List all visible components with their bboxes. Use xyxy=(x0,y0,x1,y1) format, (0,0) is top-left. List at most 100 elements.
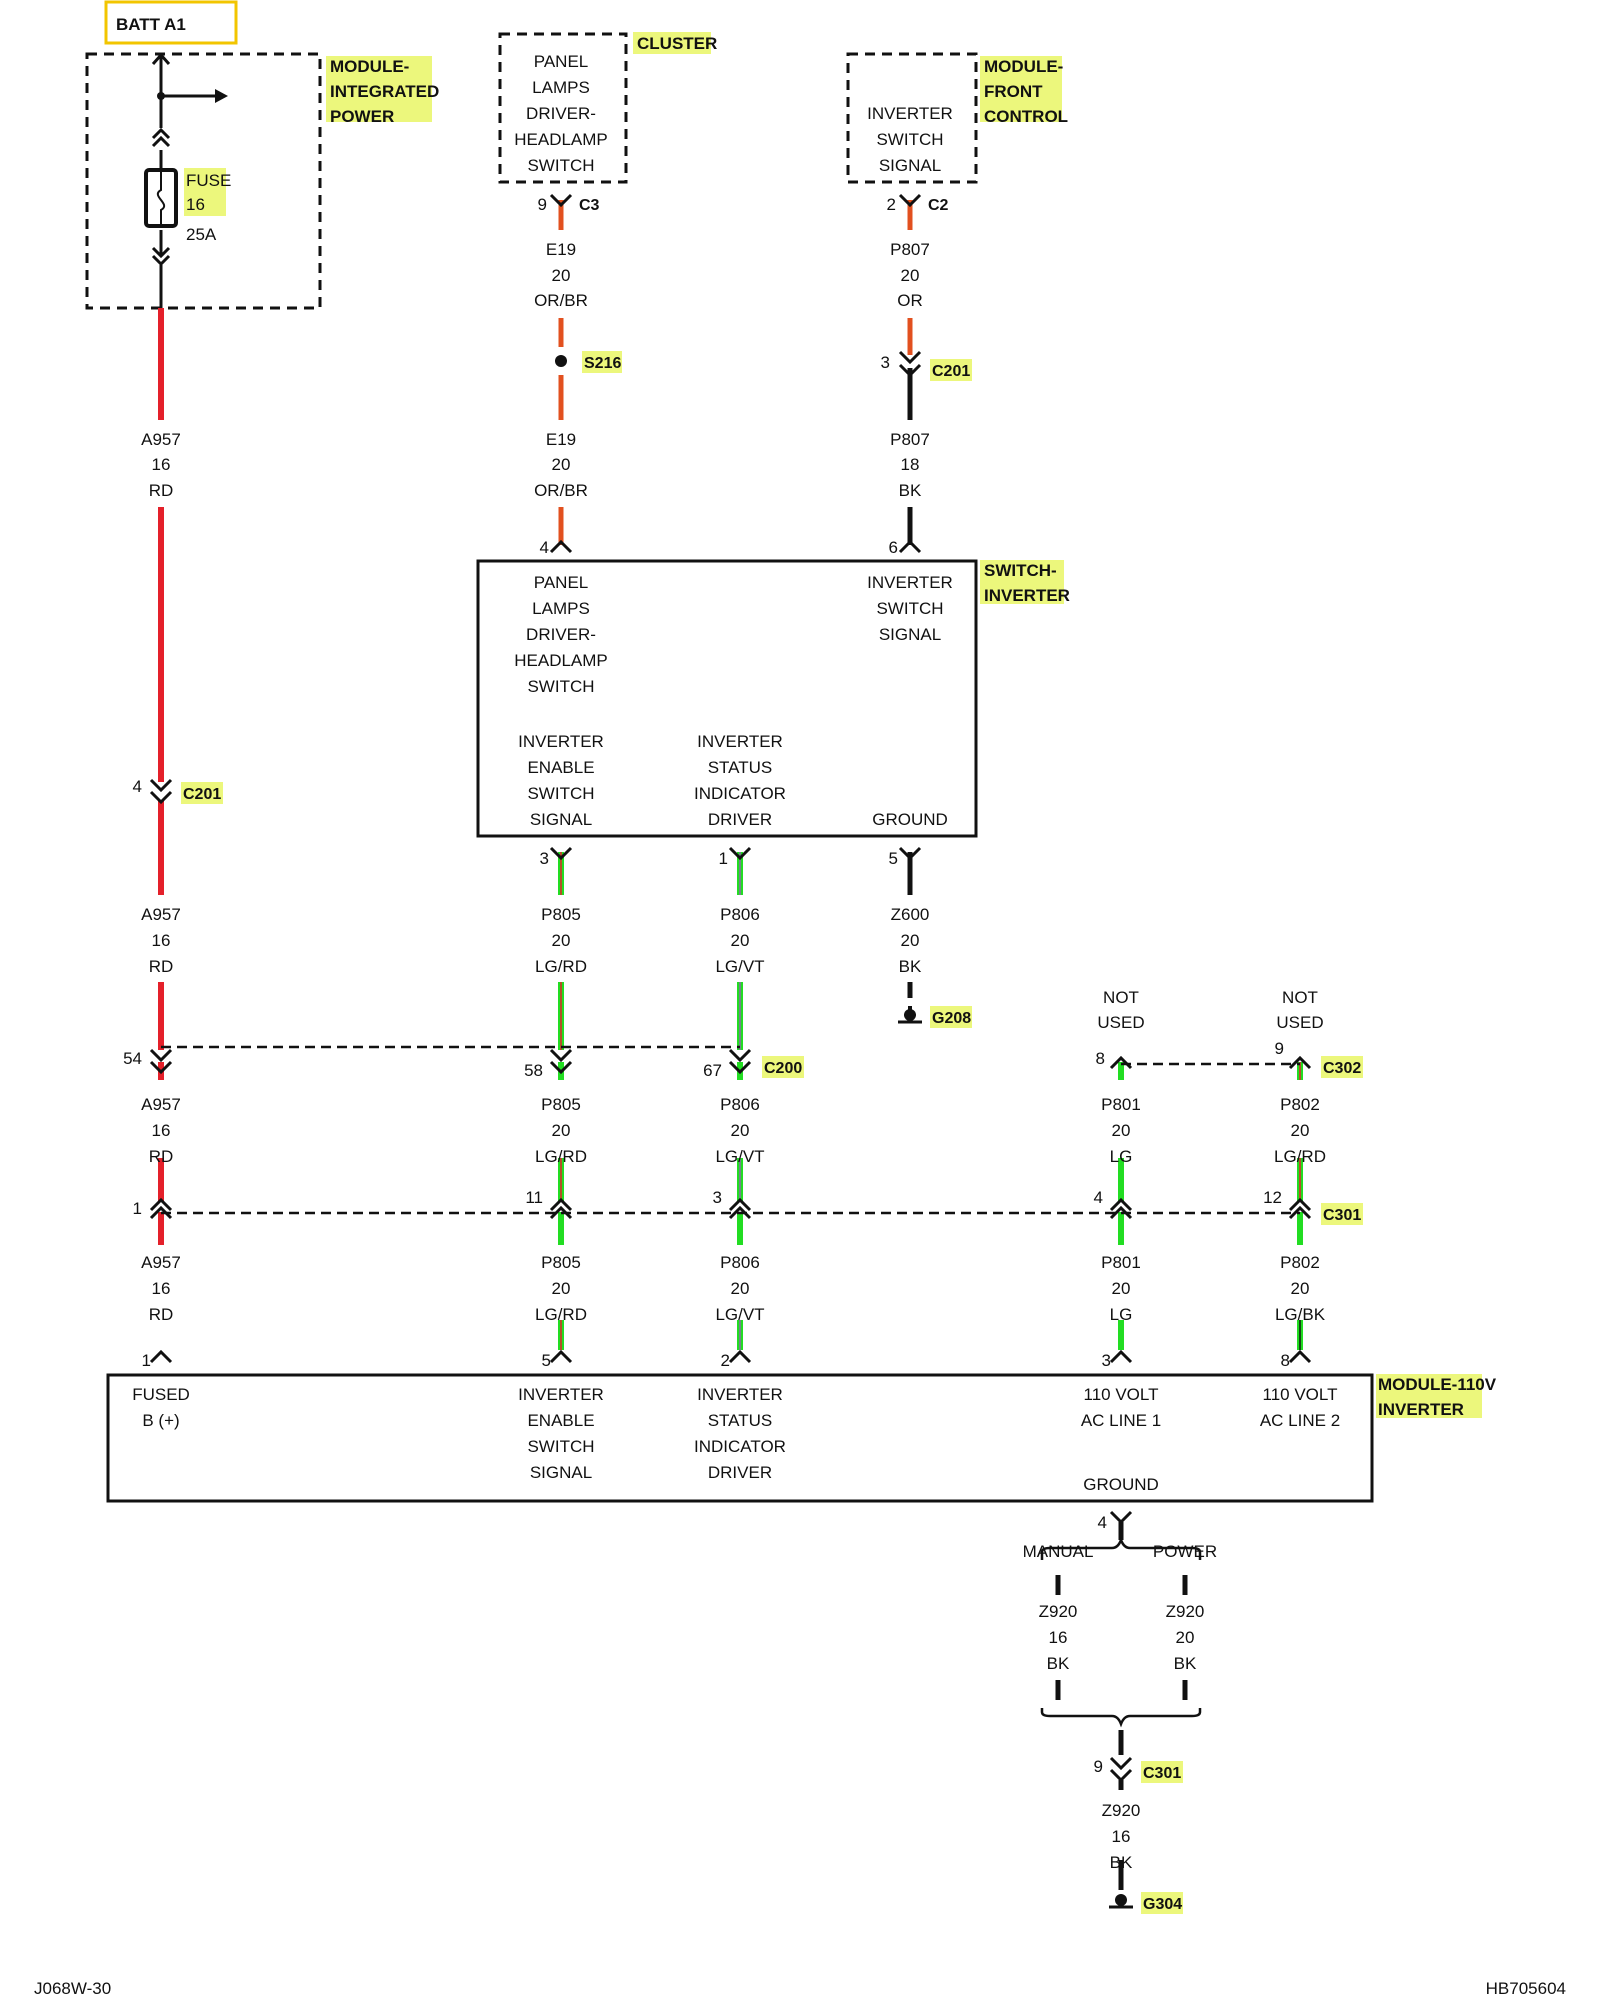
wire-e19-b-gauge: 20 xyxy=(552,455,571,474)
branch-manual-label: MANUAL xyxy=(1023,1542,1094,1561)
front-control-module-box xyxy=(846,52,978,184)
fuse-connector-bottom xyxy=(151,246,171,267)
wire-p801-b-gauge: 20 xyxy=(1112,1279,1131,1298)
inv-status-line-2: STATUS xyxy=(708,1411,773,1430)
wire-p807-b-id: P807 xyxy=(890,430,930,449)
pin-sw-6: 6 xyxy=(889,538,898,557)
wire-a957-d-gauge: 16 xyxy=(152,1279,171,1298)
pin-c301-4: 4 xyxy=(1094,1188,1103,1207)
c302-highlight xyxy=(1321,1056,1363,1078)
wire-a957-b-id: A957 xyxy=(141,905,181,924)
inv-fused-line-1: FUSED xyxy=(132,1385,190,1404)
not-used-2-line-2: USED xyxy=(1276,1013,1323,1032)
wire-a957-b-gauge: 16 xyxy=(152,931,171,950)
connector-inv3-symbol xyxy=(1109,1349,1133,1364)
connector-c301-9-symbol xyxy=(1109,1756,1133,1783)
wire-z920-main-color: BK xyxy=(1110,1853,1133,1872)
output-arrow-icon xyxy=(215,89,228,103)
cluster-line-2: LAMPS xyxy=(532,78,590,97)
front-control-name-3: CONTROL xyxy=(984,107,1068,126)
connector-c301-12-symbol xyxy=(1288,1197,1312,1220)
inv-status-line-1: INVERTER xyxy=(697,1385,783,1404)
cluster-name: CLUSTER xyxy=(637,34,717,53)
wire-p806-b-gauge: 20 xyxy=(731,1121,750,1140)
cluster-text: PANEL LAMPS DRIVER- HEADLAMP SWITCH xyxy=(514,52,608,175)
connector-sw6-symbol xyxy=(898,539,922,554)
switch-inverter-name-2: INVERTER xyxy=(984,586,1070,605)
wire-p802-b-color: LG/BK xyxy=(1275,1305,1326,1324)
inv-ac2-line-2: AC LINE 2 xyxy=(1260,1411,1340,1430)
wire-p802-b-id: P802 xyxy=(1280,1253,1320,1272)
wire-p805-a-color: LG/RD xyxy=(535,957,587,976)
fuse-top-arrow xyxy=(151,52,171,65)
pin-c201-4: 4 xyxy=(133,777,142,796)
front-control-line-3: SIGNAL xyxy=(879,156,941,175)
wire-p806-c-gauge: 20 xyxy=(731,1279,750,1298)
wire-e19-a-color: OR/BR xyxy=(534,291,588,310)
wire-a957-c-gauge: 16 xyxy=(152,1121,171,1140)
wire-z920-branches xyxy=(1055,1575,1188,1890)
connector-c301-4-symbol xyxy=(1109,1197,1133,1220)
connector-inv5-symbol xyxy=(549,1349,573,1364)
pin-inv-8: 8 xyxy=(1281,1351,1290,1370)
wire-p805-b-color: LG/RD xyxy=(535,1147,587,1166)
sw-status-line-4: DRIVER xyxy=(708,810,772,829)
wire-p805-c-gauge: 20 xyxy=(552,1279,571,1298)
cluster-highlight xyxy=(633,32,711,54)
connector-link-lines xyxy=(161,1045,1300,1215)
pin-c301-11: 11 xyxy=(525,1188,543,1207)
sw-enable-line-3: SWITCH xyxy=(527,784,594,803)
wire-p806-b-id: P806 xyxy=(720,1095,760,1114)
wire-p805-b-id: P805 xyxy=(541,1095,581,1114)
pin-c302-8: 8 xyxy=(1096,1049,1105,1068)
sw-enable-line-4: SIGNAL xyxy=(530,810,592,829)
sw-panel-line-5: SWITCH xyxy=(527,677,594,696)
inv-status-line-4: DRIVER xyxy=(708,1463,772,1482)
wire-p805-b-gauge: 20 xyxy=(552,1121,571,1140)
switch-inverter-highlight xyxy=(980,560,1064,604)
wire-p802-a-gauge: 20 xyxy=(1291,1121,1310,1140)
wire-z920-power-gauge: 20 xyxy=(1176,1628,1195,1647)
wire-z920-power-id: Z920 xyxy=(1166,1602,1205,1621)
wire-p806-c-id: P806 xyxy=(720,1253,760,1272)
sw-panel-line-3: DRIVER- xyxy=(526,625,596,644)
tag-c201-upper: C201 xyxy=(932,363,970,380)
pin-c200-54: 54 xyxy=(123,1049,142,1068)
cluster-line-4: HEADLAMP xyxy=(514,130,608,149)
wire-z920-main-gauge: 16 xyxy=(1112,1827,1131,1846)
switch-inverter-text: PANEL LAMPS DRIVER- HEADLAMP SWITCH INVE… xyxy=(514,573,953,829)
connector-c301-1-symbol xyxy=(149,1197,173,1220)
front-control-highlight xyxy=(980,56,1062,122)
wire-p805-a-id: P805 xyxy=(541,905,581,924)
wire-z600-id: Z600 xyxy=(891,905,930,924)
c301-highlight xyxy=(1321,1203,1363,1225)
fuse-highlight xyxy=(184,168,226,216)
wire-p806-a-gauge: 20 xyxy=(731,931,750,950)
pin-c301-1: 1 xyxy=(133,1199,142,1218)
sw-panel-line-1: PANEL xyxy=(534,573,589,592)
pin-sw-4: 4 xyxy=(540,538,549,557)
sw-signal-line-2: SWITCH xyxy=(876,599,943,618)
wire-a957-a-color: RD xyxy=(149,481,174,500)
pin-inv-4: 4 xyxy=(1098,1513,1107,1532)
wire-p801-b-id: P801 xyxy=(1101,1253,1141,1272)
front-control-name-1: MODULE- xyxy=(984,57,1063,76)
pin-inv-1: 1 xyxy=(142,1351,151,1370)
g304-highlight xyxy=(1141,1892,1183,1914)
inverter-110v-box xyxy=(106,1373,1374,1503)
inv-ground: GROUND xyxy=(1083,1475,1159,1494)
tag-g304: G304 xyxy=(1143,1896,1182,1913)
wire-z600-gauge: 20 xyxy=(901,931,920,950)
pin-sw-3: 3 xyxy=(540,849,549,868)
connector-c2-symbol xyxy=(898,193,922,208)
pin-c301-12: 12 xyxy=(1263,1188,1282,1207)
tag-c201-lower: C201 xyxy=(183,786,221,803)
footer-right-code: HB705604 xyxy=(1486,1979,1566,1998)
wire-e19-a-id: E19 xyxy=(546,240,576,259)
wire-z920-main-id: Z920 xyxy=(1102,1801,1141,1820)
wire-e19-b-id: E19 xyxy=(546,430,576,449)
pin-c200-58: 58 xyxy=(524,1061,543,1080)
branch-brace-bottom xyxy=(1040,1708,1202,1728)
sw-status-line-3: INDICATOR xyxy=(694,784,786,803)
